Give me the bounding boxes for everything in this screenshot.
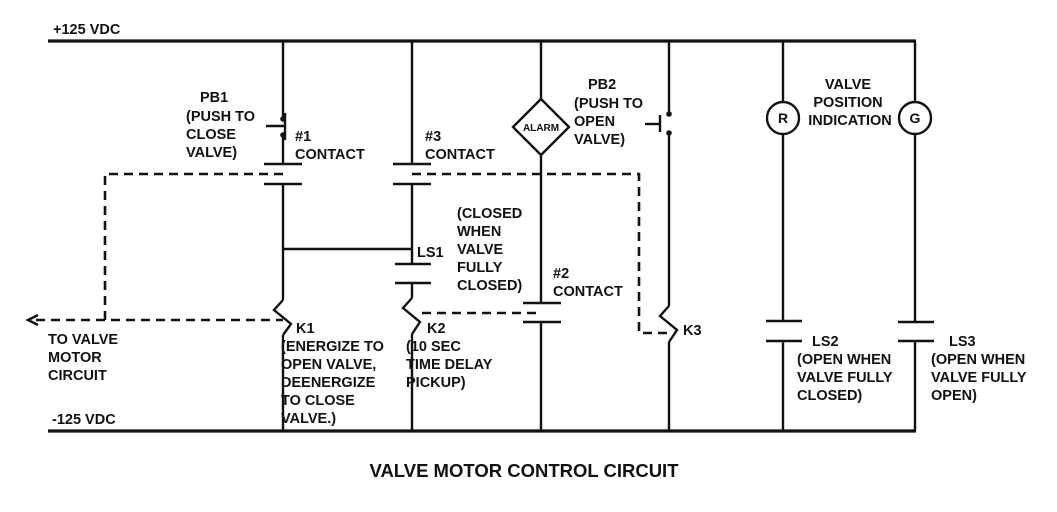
k2-description: (10 SEC TIME DELAY PICKUP) xyxy=(406,339,496,391)
red-lamp-label: R xyxy=(778,110,788,126)
alarm-label: ALARM xyxy=(523,123,559,134)
ls3-description: (OPEN WHEN VALVE FULLY OPEN) xyxy=(931,352,1030,404)
contact-2-label: #2 CONTACT xyxy=(553,266,623,300)
k3-coil xyxy=(658,305,679,343)
ls2-limit-switch xyxy=(766,319,802,343)
green-lamp-label: G xyxy=(910,110,921,126)
branch-k2 xyxy=(393,41,431,431)
branch-k3 xyxy=(645,41,679,431)
k1-description: (ENERGIZE TO OPEN VALVE, DEENERGIZE TO C… xyxy=(281,339,388,427)
pb2-description: (PUSH TO OPEN VALVE) xyxy=(574,96,647,148)
pb1-label: PB1 xyxy=(200,90,228,106)
red-lamp: R xyxy=(765,100,801,136)
negative-rail-label: -125 VDC xyxy=(52,412,116,428)
valve-position-indication-label: VALVE POSITION INDICATION xyxy=(808,77,892,129)
pb2-pushbutton xyxy=(645,111,672,136)
k3-label: K3 xyxy=(683,323,702,339)
branch-k1 xyxy=(264,41,413,431)
ls1-label: LS1 xyxy=(417,245,444,261)
ls3-label: LS3 xyxy=(949,334,976,350)
alarm-indicator: ALARM xyxy=(511,97,571,157)
pb1-pushbutton xyxy=(266,113,287,140)
ls2-description: (OPEN WHEN VALVE FULLY CLOSED) xyxy=(797,352,896,404)
ls3-limit-switch xyxy=(898,320,934,343)
ls1-limit-switch xyxy=(395,262,431,285)
k3-mechanical-link xyxy=(412,172,669,335)
k2-coil xyxy=(401,297,422,335)
k1-coil xyxy=(272,299,293,336)
pb2-label: PB2 xyxy=(588,77,616,93)
k1-label: K1 xyxy=(296,321,315,337)
motor-arrow-icon xyxy=(25,313,39,327)
diagram-title: VALVE MOTOR CONTROL CIRCUIT xyxy=(369,460,679,481)
k1-mechanical-link xyxy=(103,172,283,322)
branch-alarm: ALARM xyxy=(511,41,571,431)
k2-label: K2 xyxy=(427,321,446,337)
branch-red-lamp: R xyxy=(765,41,802,431)
motor-circuit-label: TO VALVE MOTOR CIRCUIT xyxy=(48,332,122,384)
ls1-description: (CLOSED WHEN VALVE FULLY CLOSED) xyxy=(457,206,526,294)
contact-1-label: #1 CONTACT xyxy=(295,129,365,163)
pb1-description: (PUSH TO CLOSE VALVE) xyxy=(186,109,259,161)
positive-rail-label: +125 VDC xyxy=(53,22,121,38)
branch-green-lamp: G xyxy=(897,41,934,431)
contact-3-label: #3 CONTACT xyxy=(425,129,495,163)
ls2-label: LS2 xyxy=(812,334,839,350)
green-lamp: G xyxy=(897,100,933,136)
